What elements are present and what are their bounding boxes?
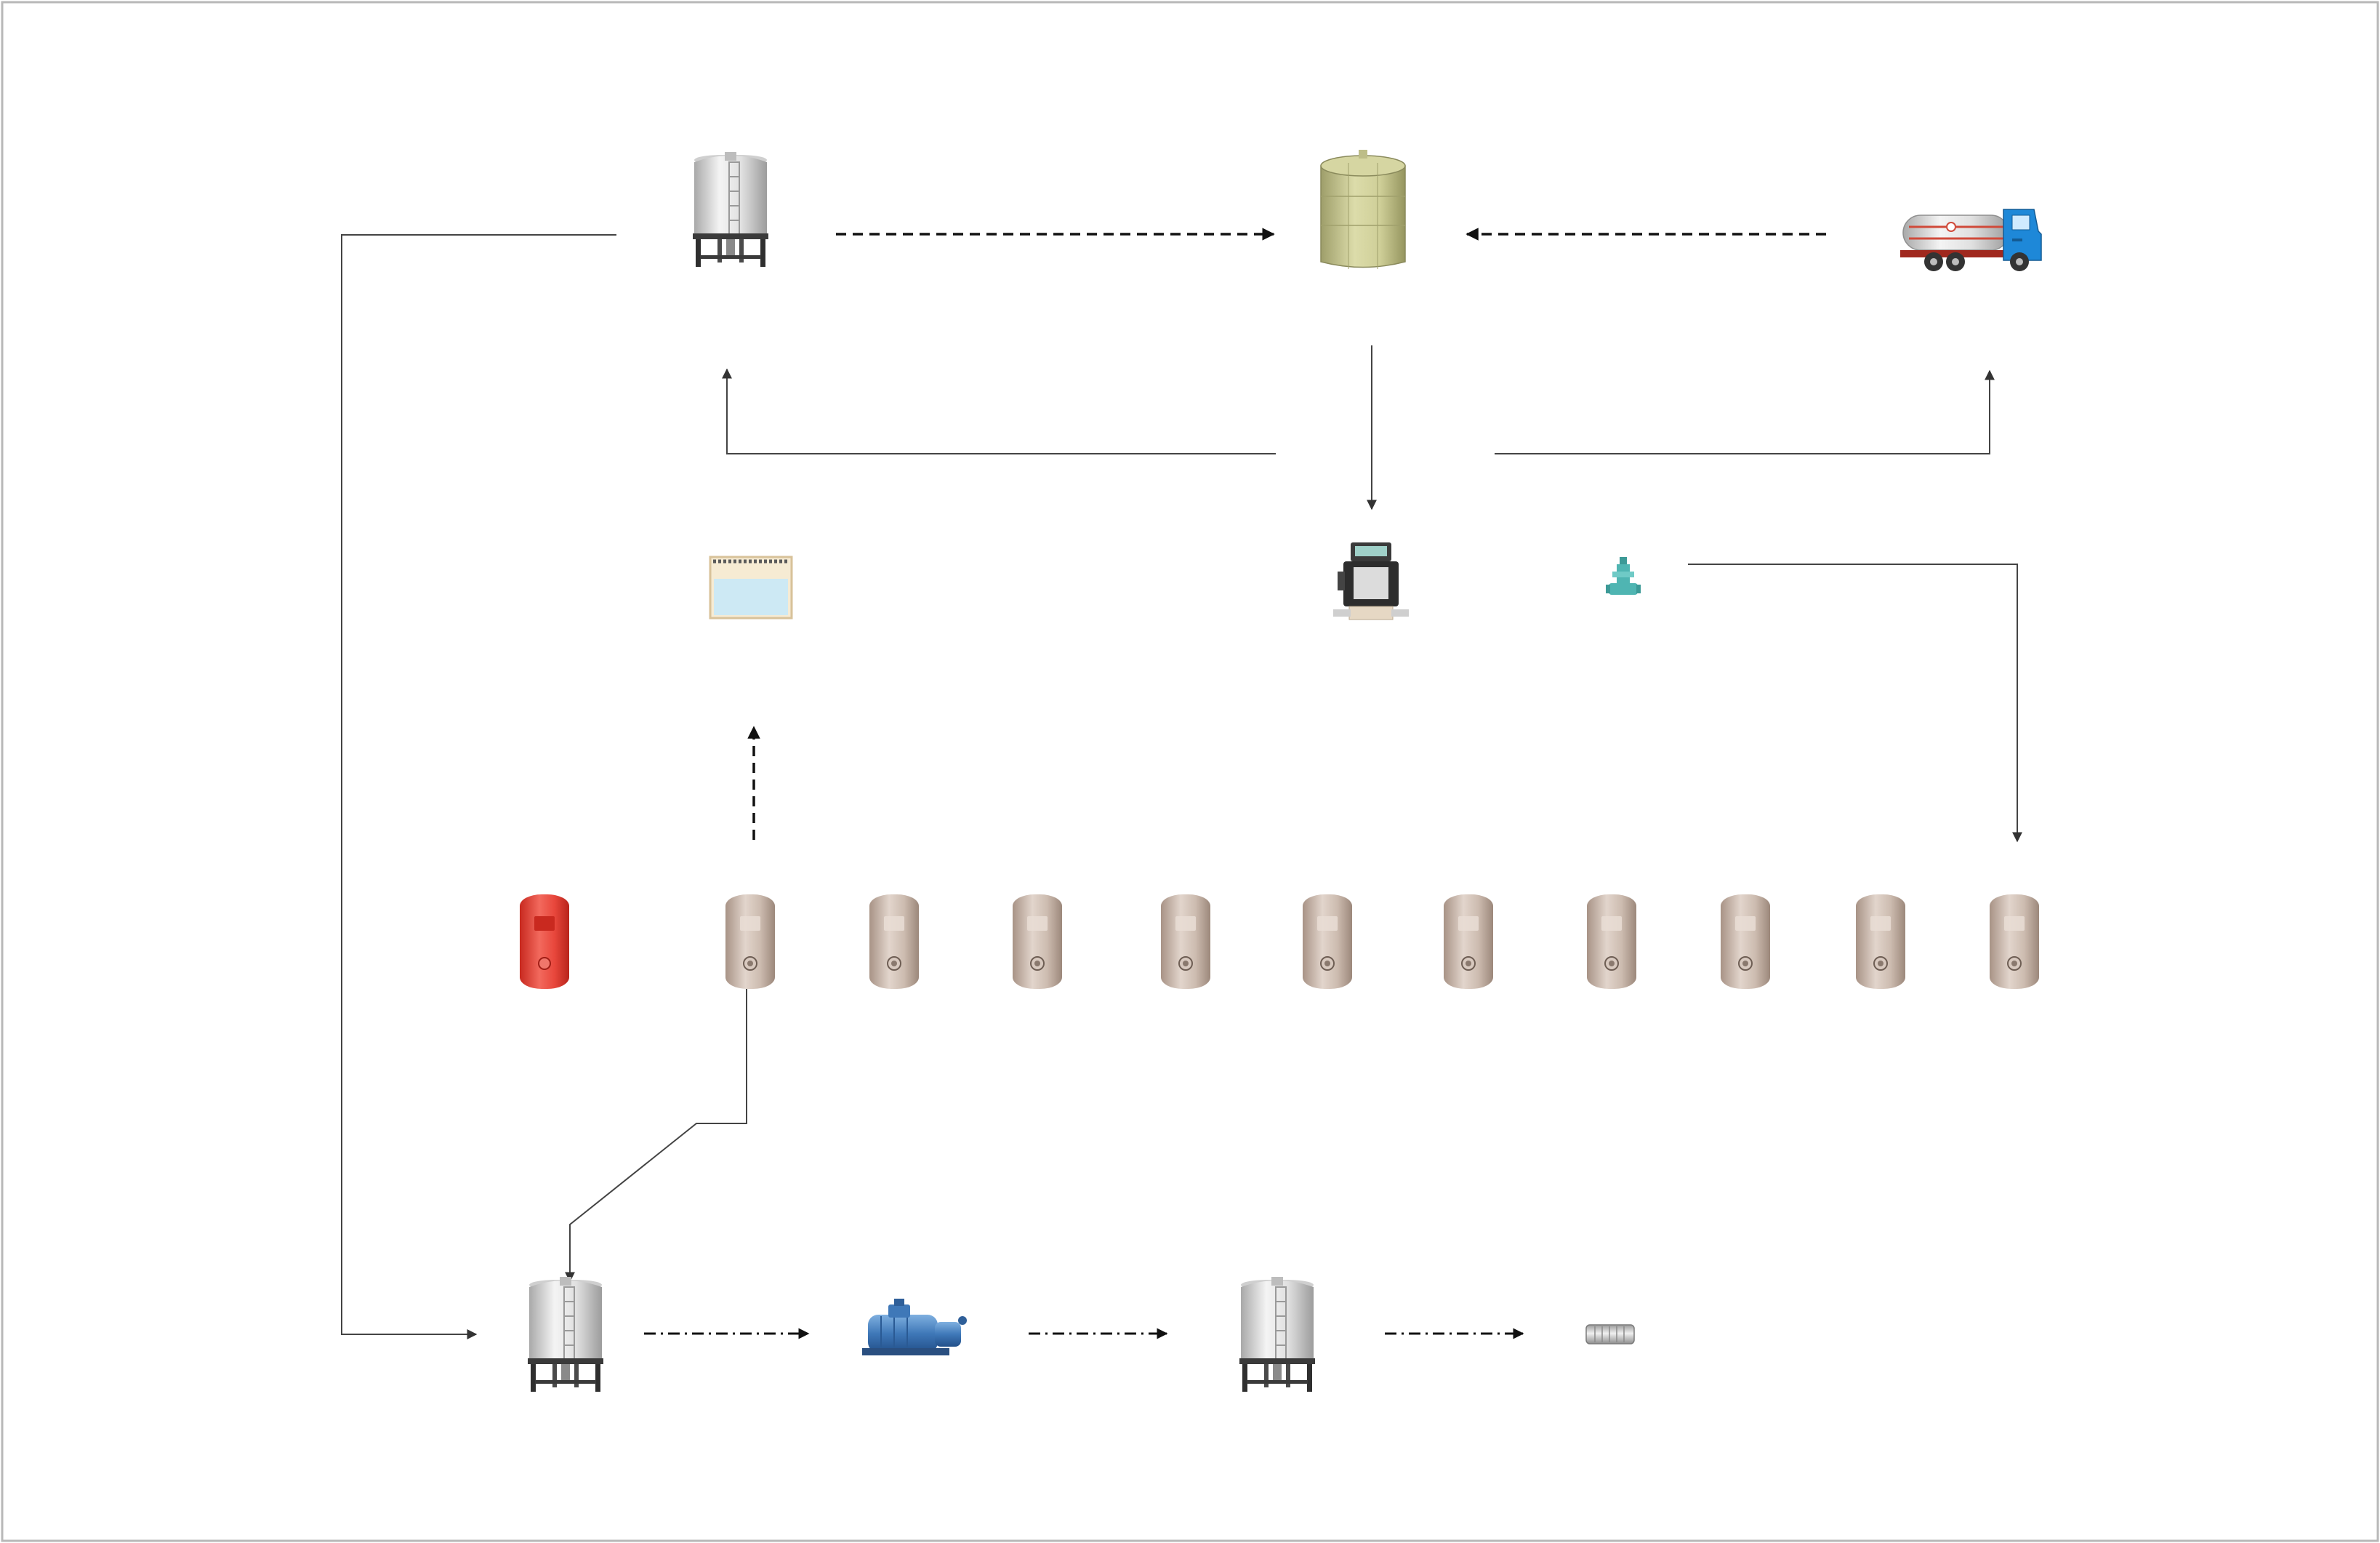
branch-to-top-tank <box>722 368 1276 454</box>
branch-to-truck <box>1495 369 1995 454</box>
storage-tank-icon <box>527 1276 604 1392</box>
silo-icon <box>1320 150 1406 269</box>
pressure-vessel-icon <box>869 894 920 990</box>
pressure-vessel-icon <box>1586 894 1637 990</box>
flow-meter-icon <box>1333 542 1409 620</box>
return-line-left <box>341 234 616 1339</box>
vessel-row <box>725 894 2040 990</box>
vessel-to-mixing-tank <box>565 989 747 1283</box>
pump-icon <box>862 1299 967 1355</box>
valve-icon <box>1606 557 1641 595</box>
basin-icon <box>709 556 793 620</box>
pressure-vessel-icon <box>1160 894 1211 990</box>
pressure-vessel-icon <box>520 894 569 989</box>
storage-tank-icon <box>692 151 769 268</box>
storage-tank-icon <box>1239 1276 1316 1392</box>
pressure-vessel-icon <box>1855 894 1906 990</box>
pressure-vessel-icon <box>1012 894 1063 990</box>
pressure-vessel-icon <box>1443 894 1494 990</box>
pressure-vessel-icon <box>1720 894 1771 990</box>
filter-icon <box>1585 1324 1635 1344</box>
pressure-vessel-icon <box>1989 894 2040 990</box>
pressure-vessel-icon <box>725 894 776 990</box>
tanker-truck-icon <box>1900 209 2042 271</box>
pressure-vessel-icon <box>1302 894 1353 990</box>
valve-to-vessels <box>1688 564 2022 843</box>
